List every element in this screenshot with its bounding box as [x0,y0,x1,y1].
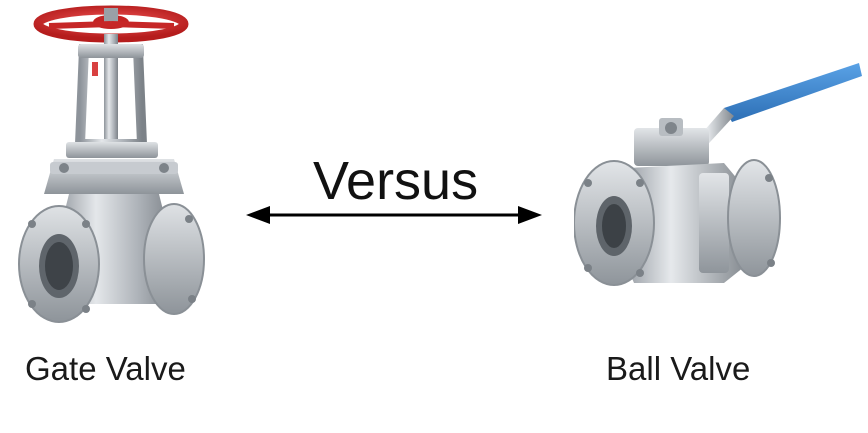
ball-valve-image [574,63,862,286]
double-arrow-icon [246,206,542,224]
ball-valve-label: Ball Valve [606,350,751,387]
versus-text: Versus [313,151,479,211]
gate-valve-image [18,5,205,323]
gate-valve-label: Gate Valve [25,350,186,387]
